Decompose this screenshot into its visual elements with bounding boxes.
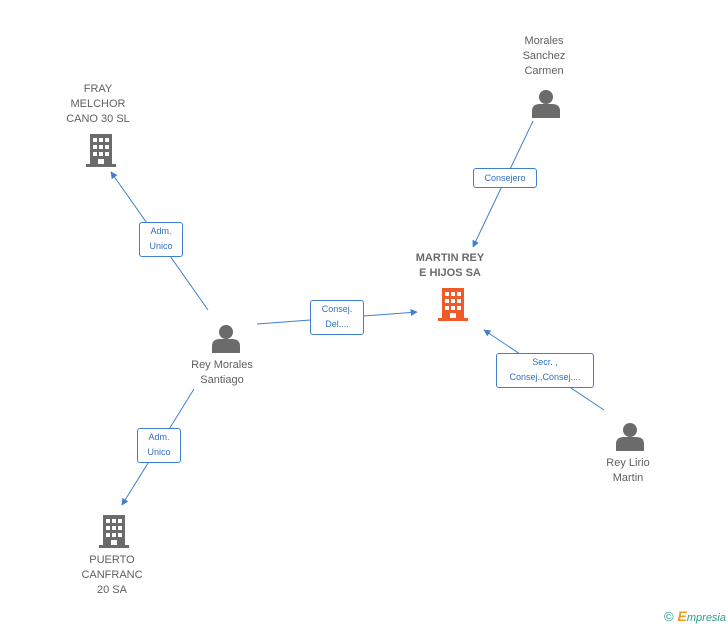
copyright-symbol: © (663, 609, 674, 624)
node-label-puerto-canfranc: PUERTO CANFRANC 20 SA (81, 554, 143, 596)
person-icon[interactable] (212, 324, 240, 353)
edge-label-consejero[interactable]: Consejero (473, 168, 537, 188)
node-label-morales-sanchez: Morales Sanchez Carmen (522, 35, 566, 77)
node-label-martin-rey: MARTIN REY E HIJOS SA (415, 252, 485, 279)
brand-logo: ©Empresia (664, 608, 726, 624)
building-icon[interactable] (86, 134, 116, 167)
building-icon[interactable] (438, 288, 468, 321)
node-label-rey-lirio: Rey Lirio Martin (606, 457, 650, 484)
edge-label-adm-unico-fray[interactable]: Adm. Unico (139, 222, 183, 257)
brand-initial: E (677, 608, 687, 624)
person-icon[interactable] (532, 89, 560, 118)
node-label-rey-morales: Rey Morales Santiago (191, 359, 253, 386)
edge-label-consej-del[interactable]: Consej. Del.... (310, 300, 364, 335)
building-icon[interactable] (99, 515, 129, 548)
edge-label-adm-unico-puerto[interactable]: Adm. Unico (137, 428, 181, 463)
person-icon[interactable] (616, 422, 644, 451)
edge-label-secr-consej[interactable]: Secr. , Consej.,Consej.... (496, 353, 594, 388)
node-label-fray-melchor: FRAY MELCHOR CANO 30 SL (66, 83, 130, 125)
brand-name: mpresia (686, 612, 726, 624)
